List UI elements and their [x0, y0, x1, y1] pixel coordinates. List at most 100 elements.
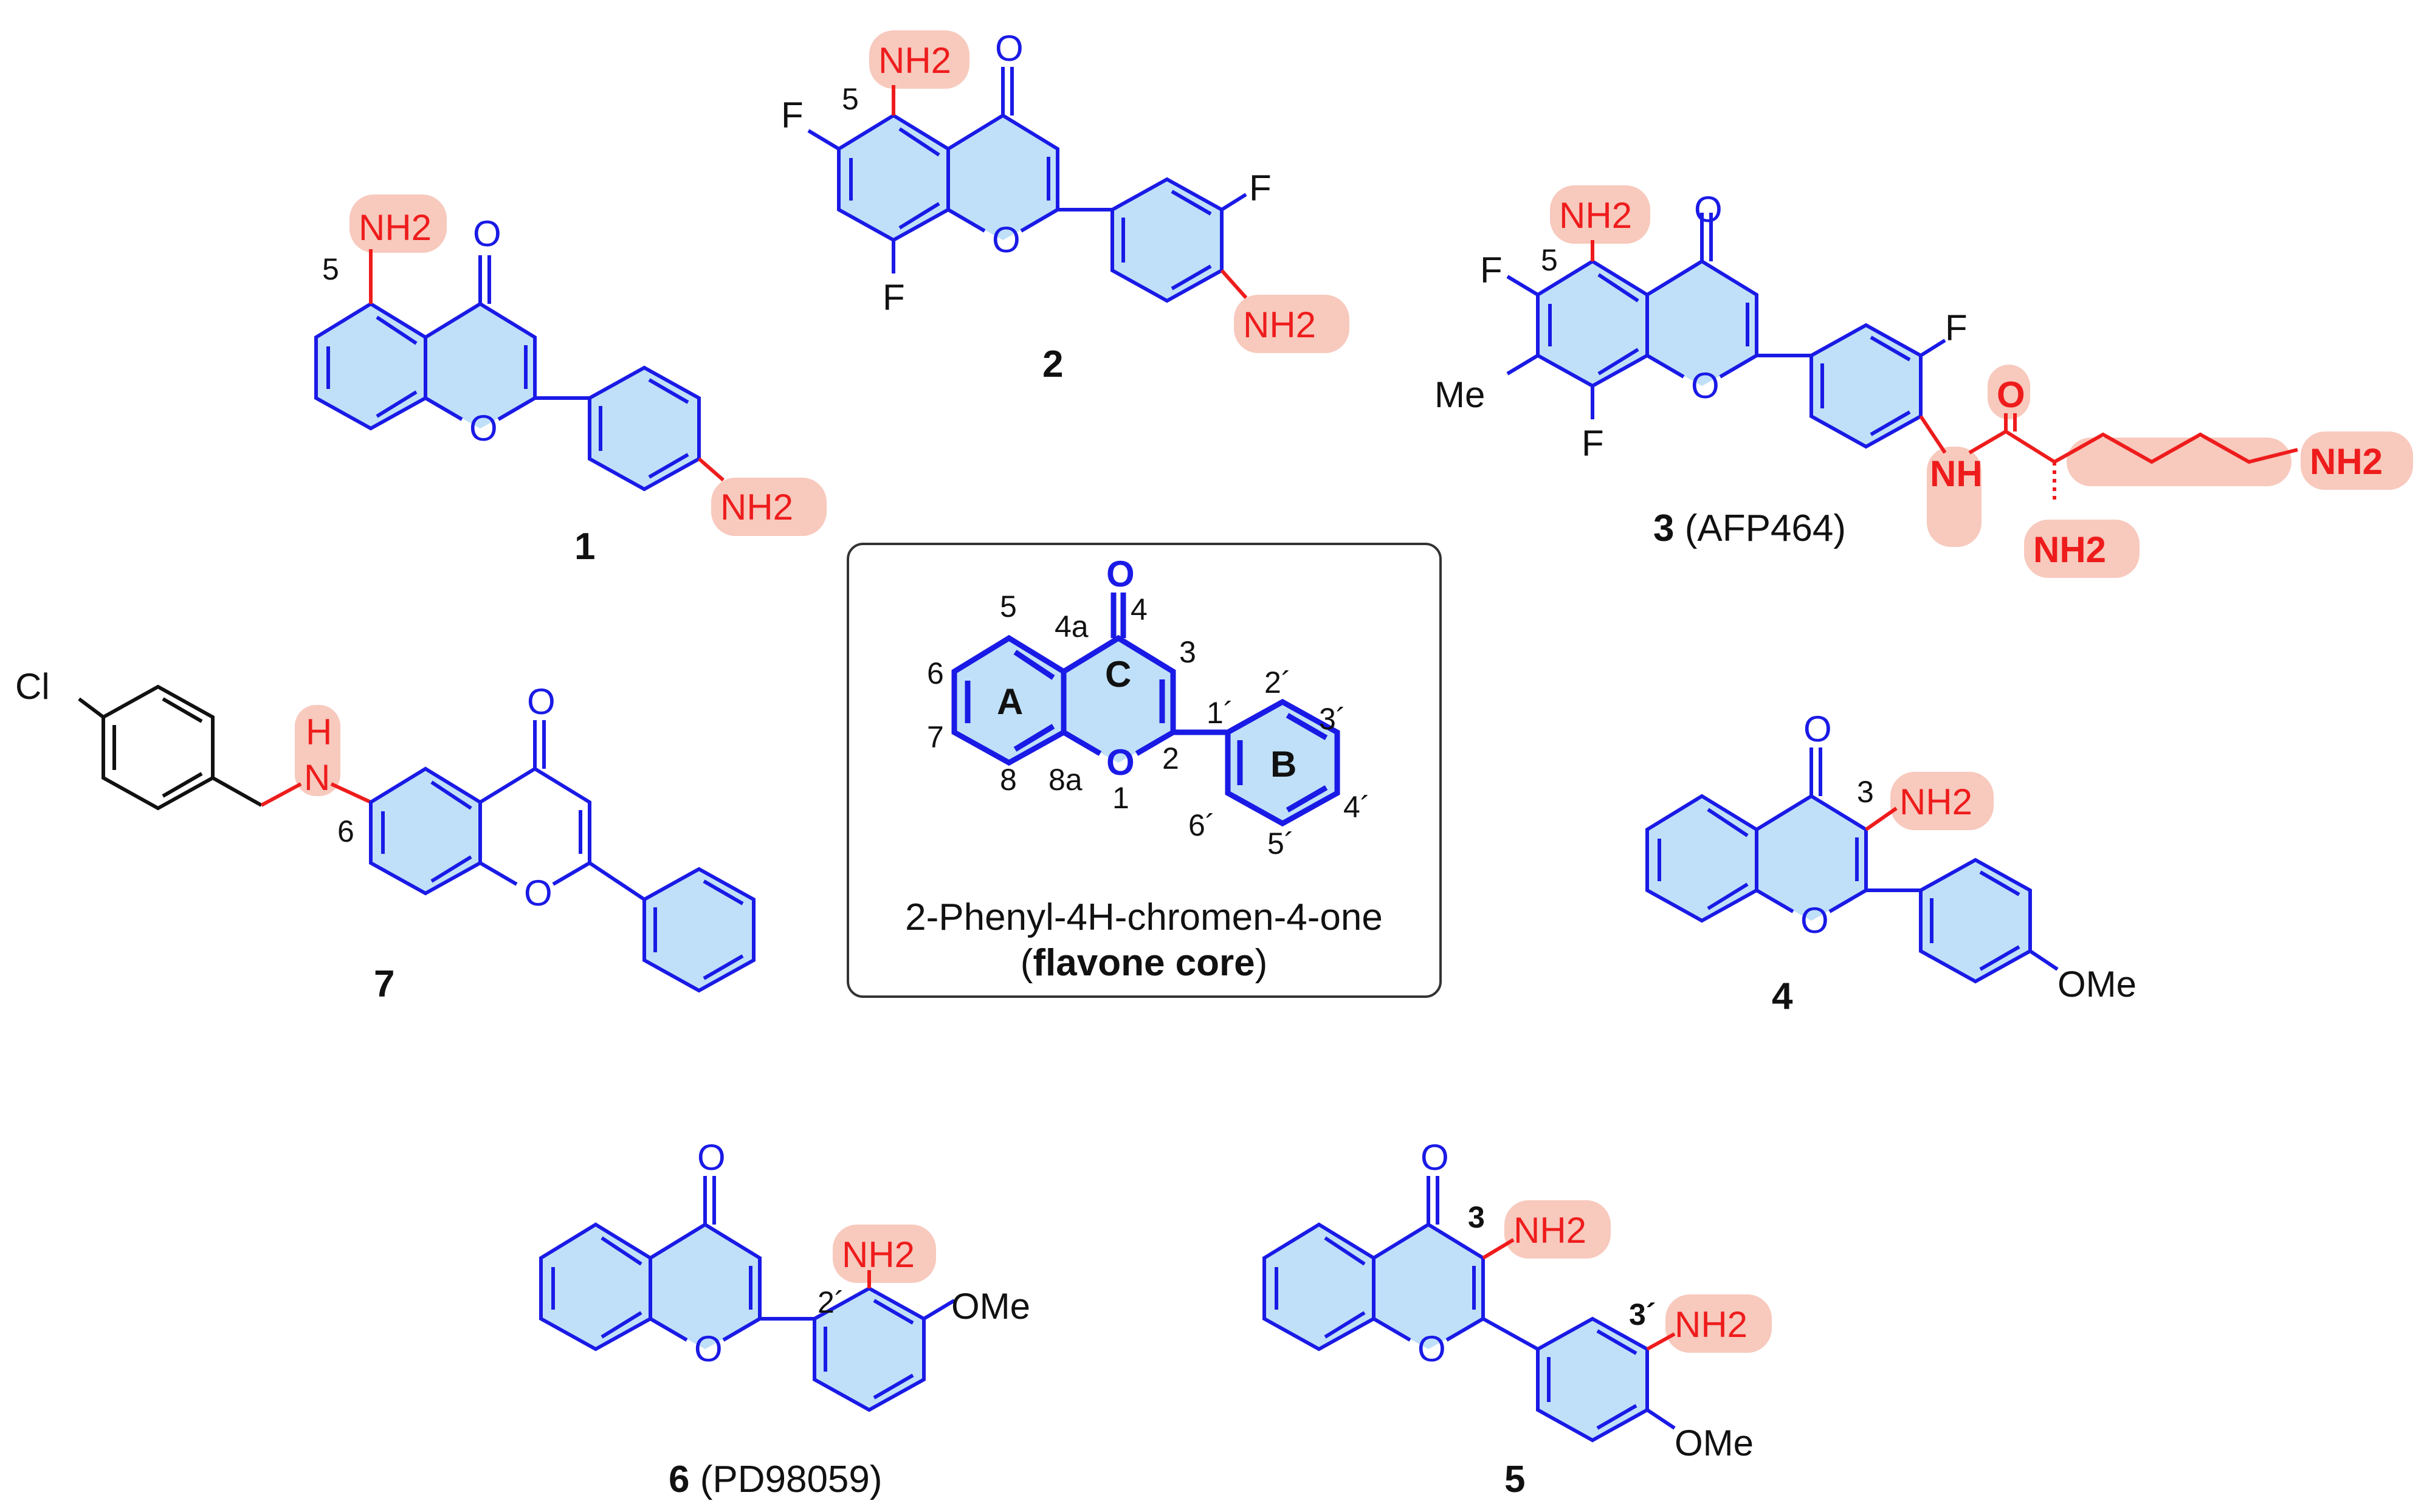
- position-3p-label: 3´: [1629, 1297, 1656, 1332]
- position-5-label: 5: [842, 82, 859, 116]
- highlight-chain: [2067, 438, 2291, 486]
- pos-2p-label: 2´: [1264, 665, 1291, 699]
- ring-c-fill: [948, 115, 1058, 240]
- position-5-label: 5: [1541, 243, 1558, 277]
- nh2-alpha-label: NH2: [2033, 529, 2106, 570]
- o-ring-label: O: [1417, 1328, 1446, 1369]
- highlight-nh2-top: [869, 30, 969, 89]
- highlight-nh2-top: [1550, 185, 1650, 244]
- o-ring-label: O: [1691, 365, 1720, 406]
- f-3p-label: F: [1945, 308, 1968, 348]
- ring-c-fill: [425, 304, 535, 428]
- ring-b-fill: [590, 368, 699, 489]
- o-ring-label: O: [469, 408, 498, 448]
- ring-c-fill: [1064, 638, 1173, 763]
- compound-3-caption: 3 (AFP464): [1653, 507, 1846, 549]
- pos-6p-label: 6´: [1188, 808, 1215, 842]
- pos-4-label: 4: [1131, 593, 1148, 627]
- o-carbonyl-label: O: [527, 681, 556, 722]
- compound-6-caption: 6 (PD98059): [669, 1459, 883, 1500]
- nh2-right-label: NH2: [1243, 304, 1316, 345]
- amide-o-label: O: [1997, 374, 2025, 415]
- pos-1p-label: 1´: [1207, 696, 1233, 730]
- o-ring-label: O: [694, 1328, 723, 1369]
- pos-5-label: 5: [1000, 589, 1017, 624]
- ome-label: OMe: [1675, 1423, 1754, 1463]
- pos-1-label: 1: [1112, 781, 1129, 815]
- position-2p-label: 2´: [818, 1285, 844, 1319]
- highlight-nh2-3: [1504, 1200, 1611, 1259]
- pos-3p-label: 3´: [1319, 702, 1346, 736]
- pos-8a-label: 8a: [1048, 763, 1083, 797]
- f-8-label: F: [1582, 423, 1604, 464]
- core-name-line2: (flavone core): [1021, 942, 1268, 984]
- ome-label: OMe: [2057, 964, 2136, 1005]
- highlight-nh2: [833, 1225, 936, 1283]
- ring-a-fill: [541, 1225, 650, 1349]
- pos-7-label: 7: [927, 720, 944, 754]
- ring-b-fill: [1921, 860, 2030, 981]
- f-6-label: F: [781, 95, 804, 136]
- ome-label: OMe: [951, 1286, 1030, 1327]
- ring-c-fill: [1757, 796, 1866, 921]
- o-carbonyl-label: O: [1420, 1137, 1449, 1178]
- ring-a-fill: [316, 304, 425, 428]
- ring-c-label: C: [1105, 654, 1131, 695]
- n-label: N: [304, 757, 330, 798]
- o-ring-label: O: [992, 219, 1021, 260]
- o-carbonyl-label: O: [697, 1137, 726, 1178]
- position-6-label: 6: [337, 814, 354, 848]
- core-o-ring-label: O: [1106, 742, 1135, 783]
- o-carbonyl-label: O: [995, 28, 1024, 69]
- pos-4p-label: 4´: [1343, 790, 1370, 824]
- ring-c-fill: [1374, 1225, 1483, 1349]
- highlight-amide-o: [1988, 365, 2030, 419]
- ring-b-fill: [814, 1288, 924, 1410]
- highlight-nh2-right: [711, 478, 827, 536]
- compound-2: NH2 O O F F F NH2 5 2: [781, 28, 1349, 385]
- highlight-nh2-3p: [1665, 1294, 1772, 1353]
- pos-5p-label: 5´: [1267, 826, 1294, 861]
- nh2-top-label: NH2: [1559, 195, 1632, 236]
- compound-7: Cl H N O O 6 7: [15, 666, 756, 1005]
- nh-label: NH: [1930, 453, 1983, 494]
- ring-a-label: A: [997, 681, 1023, 722]
- compound-2-caption: 2: [1042, 343, 1063, 385]
- nh2-end-label: NH2: [2310, 441, 2383, 482]
- ring-b-fill: [1538, 1319, 1647, 1440]
- compound-4: NH2 O O OMe 3 4: [1645, 709, 2136, 1017]
- ring-b-label: B: [1270, 744, 1296, 785]
- ring-b-fill: [644, 869, 754, 991]
- cl-label: Cl: [15, 666, 50, 707]
- ring-b-fill: [1228, 702, 1337, 823]
- me-label: Me: [1434, 374, 1485, 415]
- nh2-label: NH2: [1899, 782, 1972, 822]
- position-3-label: 3: [1468, 1200, 1485, 1234]
- position-5-label: 5: [322, 252, 339, 286]
- highlight-nh2-right: [1234, 295, 1349, 353]
- pos-8-label: 8: [1000, 763, 1017, 797]
- compound-7-caption: 7: [374, 963, 394, 1005]
- highlight-nh2-top: [349, 194, 447, 253]
- o-ring-label: O: [1800, 900, 1829, 941]
- h-label: H: [306, 712, 332, 752]
- ring-b-fill: [1112, 179, 1222, 301]
- pos-2-label: 2: [1162, 741, 1179, 775]
- compound-4-caption: 4: [1772, 975, 1793, 1017]
- f-3p-label: F: [1249, 168, 1272, 208]
- compound-6: NH2 O O OMe 2´ 6 (PD98059): [539, 1137, 1030, 1500]
- compound-5: NH2 NH2 O O OMe 3 3´ 5: [1262, 1137, 1772, 1500]
- nh2-3p-label: NH2: [1675, 1304, 1747, 1345]
- o-ring-label: O: [524, 873, 553, 913]
- highlight-nh: [295, 705, 340, 796]
- nh2-3-label: NH2: [1513, 1210, 1586, 1251]
- f-6-label: F: [1480, 250, 1503, 290]
- ring-a-fill: [1538, 261, 1647, 386]
- nh2-top-label: NH2: [359, 207, 432, 248]
- flavone-core-box: [847, 543, 1442, 998]
- position-3-label: 3: [1857, 775, 1874, 809]
- core-name-line1: 2-Phenyl-4H-chromen-4-one: [905, 896, 1383, 938]
- f-8-label: F: [883, 277, 905, 318]
- pos-3-label: 3: [1179, 635, 1196, 669]
